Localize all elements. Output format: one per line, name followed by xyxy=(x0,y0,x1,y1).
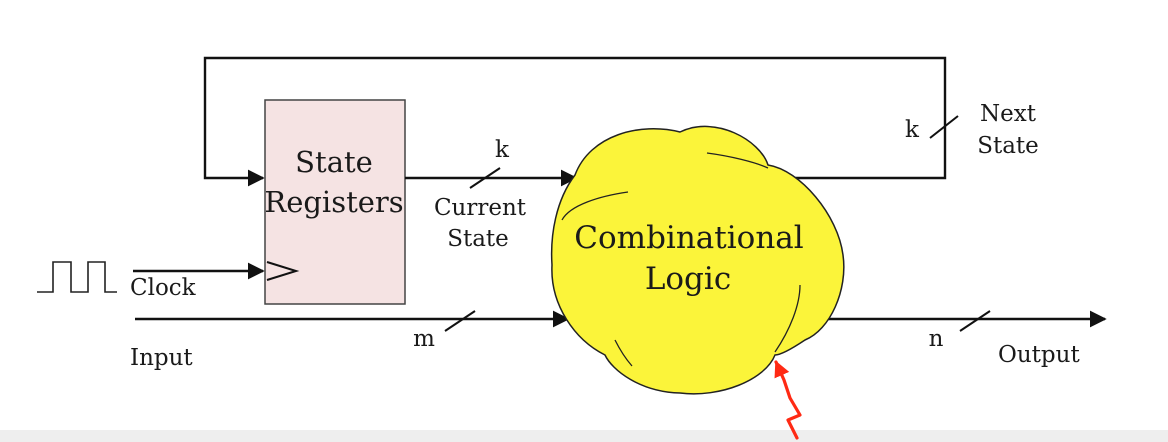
combinational-logic-blob xyxy=(550,125,845,395)
current-state-label-line1: Current xyxy=(434,195,527,221)
current-state-width-label: k xyxy=(495,137,510,163)
next-state-width-label: k xyxy=(905,117,920,143)
clock-label: Clock xyxy=(130,275,197,301)
clock-waveform-icon xyxy=(37,261,117,293)
current-state-bus-slash xyxy=(469,167,501,189)
current-state-label-line2: State xyxy=(447,226,509,252)
combinational-logic-label-line2: Logic xyxy=(645,261,731,297)
state-registers-label-line1: State xyxy=(295,145,373,179)
blob-sketch-stroke-1 xyxy=(706,152,769,169)
blob-sketch-stroke-2 xyxy=(561,191,629,221)
next-state-bus-slash xyxy=(929,115,959,139)
output-width-label: n xyxy=(929,326,944,352)
output-label: Output xyxy=(998,342,1080,368)
clock-input-triangle-icon xyxy=(266,261,300,281)
blob-sketch-stroke-4 xyxy=(614,339,633,367)
next-state-label-line2: State xyxy=(977,133,1039,159)
bottom-strip xyxy=(0,430,1168,442)
output-bus-slash xyxy=(959,310,991,332)
red-annotation-arrow-icon xyxy=(774,360,802,440)
next-state-label-line1: Next xyxy=(980,101,1037,127)
input-width-label: m xyxy=(413,326,435,352)
input-bus-slash xyxy=(444,310,476,332)
blob-sketch-stroke-3 xyxy=(774,284,801,353)
next-state-feedback-wire xyxy=(203,56,947,187)
state-registers-box xyxy=(264,99,406,305)
combinational-logic-label-line1: Combinational xyxy=(574,220,803,256)
state-registers-label-line2: Registers xyxy=(264,185,403,219)
input-label: Input xyxy=(130,345,193,371)
